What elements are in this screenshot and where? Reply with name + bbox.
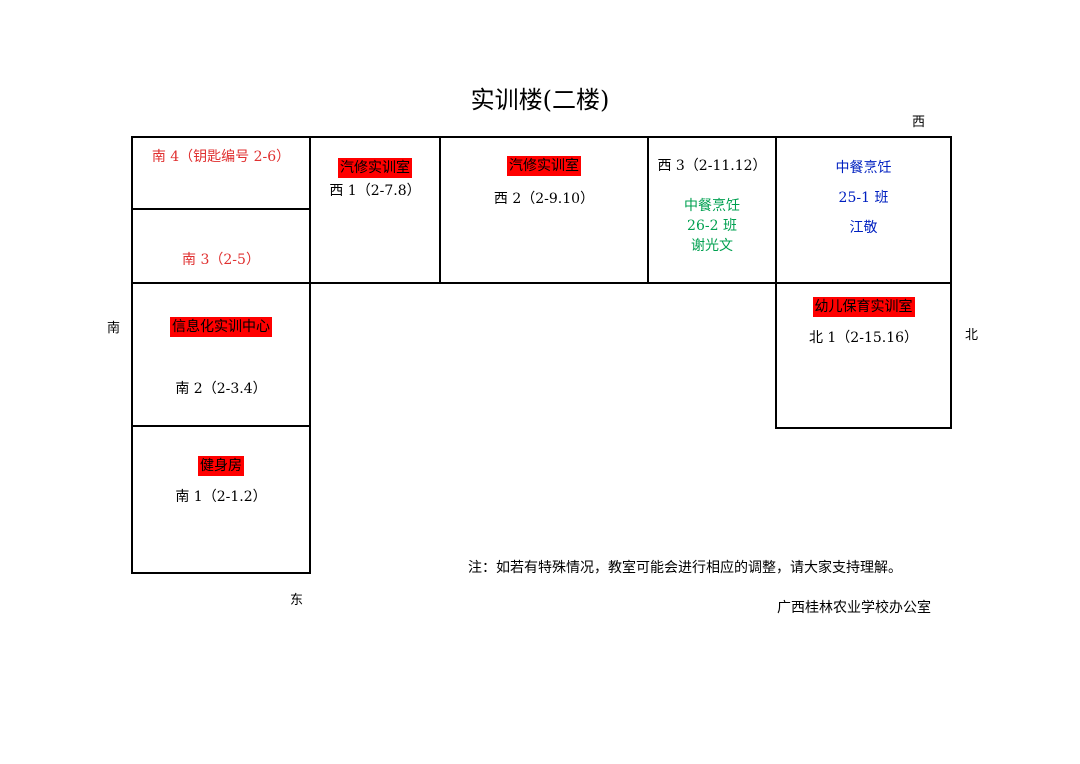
room-xi2-code: 西 2（2-9.10）: [493, 191, 595, 207]
room-nan1: 健身房 南 1（2-1.2）: [131, 425, 311, 574]
adjustment-note: 注：如若有特殊情况，教室可能会进行相应的调整，请大家支持理解。: [468, 560, 902, 576]
room-nan1-code: 南 1（2-1.2）: [175, 489, 267, 505]
room-xi1: 汽修实训室 西 1（2-7.8）: [309, 136, 441, 284]
room-nan4: 南 4（钥匙编号 2-6）: [131, 136, 311, 210]
compass-west: 西: [912, 115, 926, 130]
room-nan3-code: 南 3（2-5）: [182, 252, 260, 268]
room-xi2-name: 汽修实训室: [507, 156, 581, 176]
room-xi4-class: 25-1 班: [838, 190, 889, 206]
office-signature: 广西桂林农业学校办公室: [777, 600, 931, 616]
room-nan1-name: 健身房: [198, 456, 244, 476]
room-bei1-name: 幼儿保育实训室: [812, 297, 915, 317]
room-bei1-code: 北 1（2-15.16）: [808, 330, 919, 346]
compass-south: 南: [107, 321, 121, 336]
room-xi3-class: 26-2 班: [687, 218, 737, 234]
room-nan2: 信息化实训中心 南 2（2-3.4）: [131, 282, 311, 427]
room-xi4: 中餐烹饪 25-1 班 江敬: [775, 136, 952, 284]
room-nan2-name: 信息化实训中心: [170, 317, 272, 337]
room-xi3-major: 中餐烹饪: [684, 198, 740, 214]
room-xi3-code: 西 3（2-11.12）: [657, 158, 767, 174]
room-xi1-code: 西 1（2-7.8）: [329, 183, 421, 199]
room-xi4-major: 中餐烹饪: [835, 160, 892, 176]
room-nan4-code: 南 4（钥匙编号 2-6）: [151, 149, 291, 165]
room-xi1-name: 汽修实训室: [338, 158, 412, 178]
compass-north: 北: [965, 328, 979, 343]
room-xi4-teacher: 江敬: [849, 220, 878, 236]
room-xi2: 汽修实训室 西 2（2-9.10）: [439, 136, 649, 284]
page-title: 实训楼(二楼): [470, 86, 610, 114]
room-nan3: 南 3（2-5）: [131, 208, 311, 284]
room-nan2-code: 南 2（2-3.4）: [175, 381, 267, 397]
room-bei1: 幼儿保育实训室 北 1（2-15.16）: [775, 282, 952, 429]
room-xi3-teacher: 谢光文: [691, 238, 733, 254]
compass-east: 东: [290, 593, 304, 608]
room-xi3: 西 3（2-11.12） 中餐烹饪 26-2 班 谢光文: [647, 136, 777, 284]
